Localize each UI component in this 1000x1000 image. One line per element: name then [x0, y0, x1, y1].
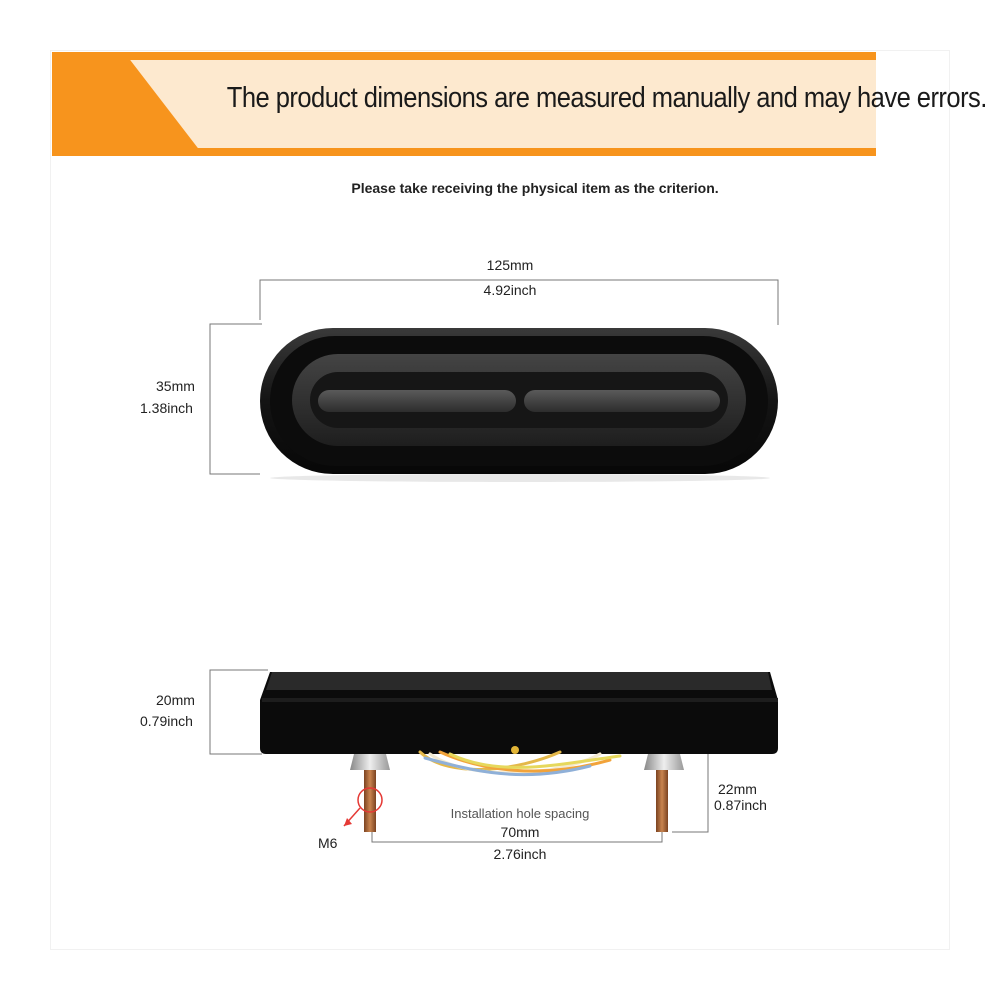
height-mm-label: 35mm: [156, 378, 195, 394]
thread-marker: [343, 787, 383, 827]
depth-mm-label: 20mm: [156, 692, 195, 708]
thread-label: M6: [318, 835, 338, 851]
image-frame: [50, 50, 950, 950]
stud-length-mm-label: 22mm: [718, 781, 757, 797]
hole-spacing-caption: Installation hole spacing: [450, 806, 590, 821]
wire-bundle: [418, 746, 622, 777]
depth-dimension-line: [209, 669, 268, 755]
hole-spacing-inch-label: 2.76inch: [493, 846, 547, 862]
height-dimension-line: [209, 323, 262, 475]
side-view-light: [260, 672, 778, 754]
hole-spacing-dimension-line: [371, 832, 663, 843]
left-stud: [350, 754, 390, 832]
stud-length-inch-label: 0.87inch: [714, 797, 767, 813]
banner-shape: [52, 52, 876, 156]
notice-banner: The product dimensions are measured manu…: [52, 52, 987, 156]
front-view-light: [260, 328, 778, 482]
subtitle: Please take receiving the physical item …: [351, 180, 719, 196]
depth-inch-label: 0.79inch: [140, 713, 193, 729]
height-inch-label: 1.38inch: [140, 400, 193, 416]
width-mm-label: 125mm: [486, 257, 534, 273]
width-inch-label: 4.92inch: [483, 282, 537, 298]
hole-spacing-mm-label: 70mm: [500, 824, 540, 840]
width-dimension-line: [259, 279, 779, 325]
right-stud: [644, 754, 684, 832]
